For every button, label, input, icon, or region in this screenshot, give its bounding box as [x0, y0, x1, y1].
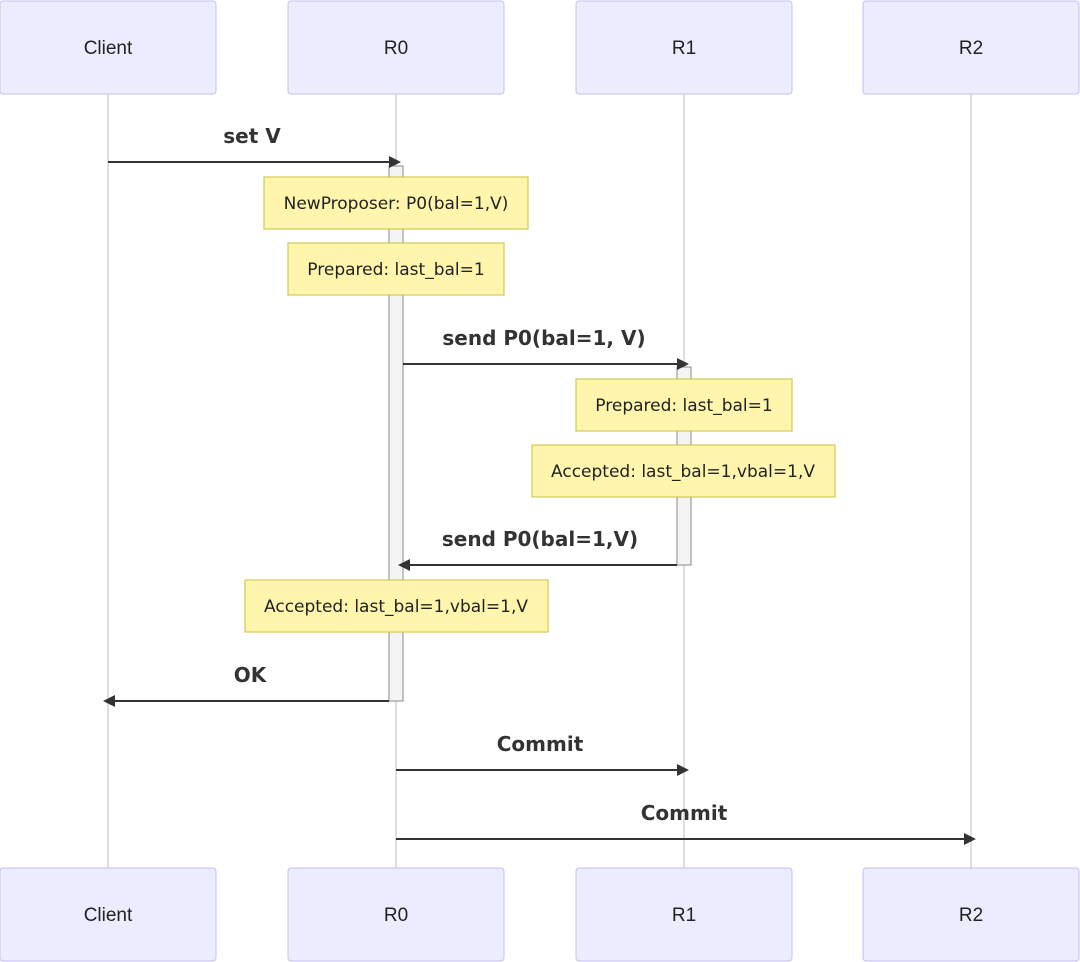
note-text: NewProposer: P0(bal=1,V) [284, 194, 509, 214]
note-text: Accepted: last_bal=1,vbal=1,V [264, 597, 528, 617]
message-label: Commit [641, 801, 728, 825]
actor-bottom-r1-label: R1 [672, 905, 696, 926]
actor-top-r2: R2 [862, 0, 1080, 95]
actor-top-r2-label: R2 [959, 38, 983, 59]
actor-bottom-r0: R0 [287, 867, 505, 962]
message-commit-r2: Commit [396, 801, 976, 845]
actor-top-r1: R1 [575, 0, 793, 95]
message-set-v: set V [108, 124, 401, 168]
note-prepared-r1: Prepared: last_bal=1 [575, 378, 793, 432]
actor-top-r0-label: R0 [384, 38, 408, 59]
activation-r0 [388, 165, 404, 702]
note-accepted-r0: Accepted: last_bal=1,vbal=1,V [244, 579, 549, 633]
actor-bottom-r1: R1 [575, 867, 793, 962]
actor-top-r1-label: R1 [672, 38, 696, 59]
arrowhead-icon [677, 358, 689, 370]
actor-bottom-r2-label: R2 [959, 905, 983, 926]
message-send-p0-to-r1: send P0(bal=1, V) [403, 326, 689, 370]
note-text: Accepted: last_bal=1,vbal=1,V [551, 462, 815, 482]
message-ok: OK [103, 663, 389, 707]
actor-top-client-label: Client [84, 38, 133, 59]
message-label: OK [234, 663, 268, 687]
note-prepared-r0: Prepared: last_bal=1 [287, 242, 505, 296]
note-text: Prepared: last_bal=1 [307, 260, 484, 280]
message-label: send P0(bal=1,V) [442, 527, 638, 551]
message-send-p0-to-r0: send P0(bal=1,V) [398, 527, 677, 571]
arrowhead-icon [964, 833, 976, 845]
message-label: set V [223, 124, 281, 148]
note-text: Prepared: last_bal=1 [595, 396, 772, 416]
arrowhead-icon [398, 559, 410, 571]
actor-top-r0: R0 [287, 0, 505, 95]
actor-bottom-client-label: Client [84, 905, 133, 926]
message-label: send P0(bal=1, V) [442, 326, 645, 350]
arrowhead-icon [103, 695, 115, 707]
actor-bottom-r2: R2 [862, 867, 1080, 962]
message-label: Commit [497, 732, 584, 756]
actor-top-client: Client [0, 0, 217, 95]
actor-bottom-client: Client [0, 867, 217, 962]
message-commit-r1: Commit [396, 732, 689, 776]
arrowhead-icon [677, 764, 689, 776]
note-new-proposer: NewProposer: P0(bal=1,V) [263, 176, 529, 230]
arrowhead-icon [389, 156, 401, 168]
actor-bottom-r0-label: R0 [384, 905, 408, 926]
note-accepted-r1: Accepted: last_bal=1,vbal=1,V [531, 444, 836, 498]
